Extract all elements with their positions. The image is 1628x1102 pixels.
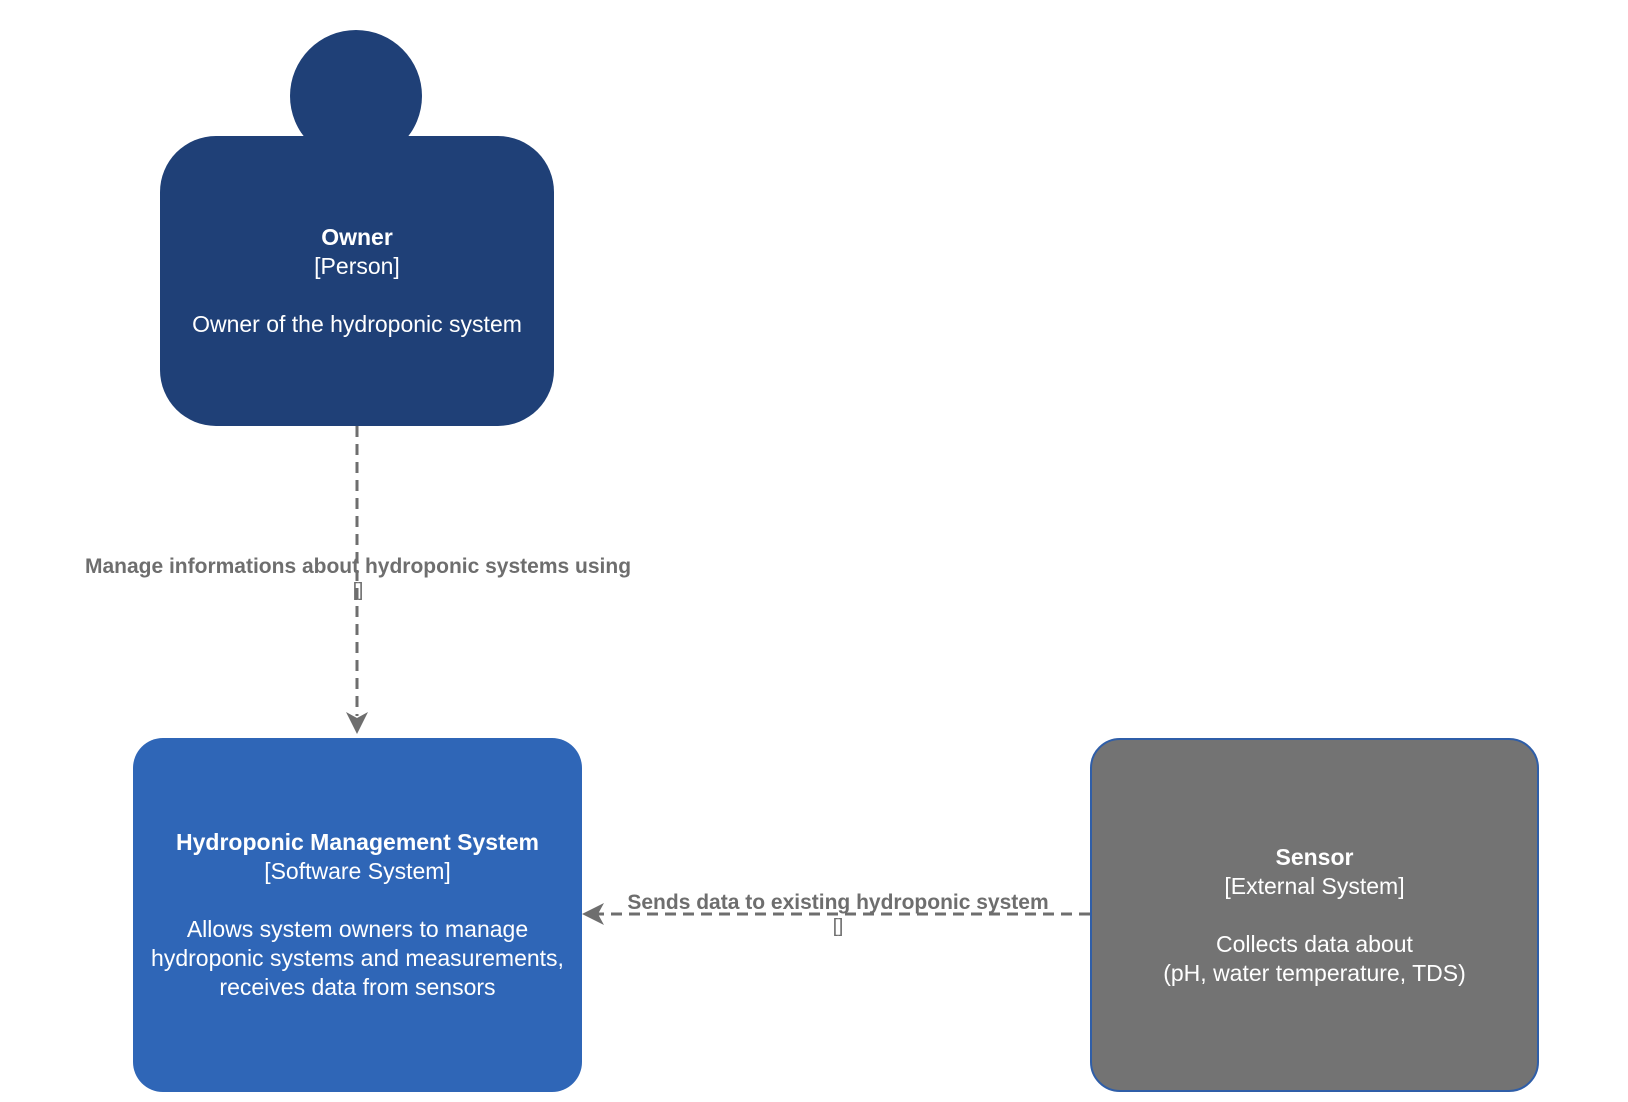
- sensor-edge-label: Sends data to existing hydroponic system…: [593, 890, 1083, 938]
- system-description: Allows system owners to manage hydroponi…: [151, 916, 564, 1000]
- owner-edge-text: Manage informations about hydroponic sys…: [84, 555, 632, 578]
- system-title: Hydroponic Management System: [176, 829, 539, 855]
- sensor-external-system[interactable]: Sensor [External System] Collects data a…: [1090, 738, 1539, 1092]
- owner-title: Owner: [321, 224, 393, 250]
- owner-edge-technology: []: [352, 580, 364, 601]
- owner-person[interactable]: Owner [Person] Owner of the hydroponic s…: [160, 136, 554, 426]
- owner-description: Owner of the hydroponic system: [192, 311, 522, 337]
- arrowhead-left: [582, 903, 604, 925]
- sensor-type: [External System]: [1224, 872, 1405, 899]
- sensor-edge-text: Sends data to existing hydroponic system: [627, 891, 1049, 914]
- sensor-description: Collects data about (pH, water temperatu…: [1163, 930, 1466, 986]
- sensor-title: Sensor: [1275, 843, 1354, 870]
- edge-owner-to-system: [346, 426, 368, 734]
- arrowhead-down: [346, 712, 368, 734]
- sensor-edge-technology: []: [832, 916, 844, 937]
- hydroponic-management-system[interactable]: Hydroponic Management System [Software S…: [133, 738, 582, 1092]
- owner-edge-label: Manage informations about hydroponic sys…: [58, 554, 658, 602]
- edge-sensor-to-system: [582, 903, 1090, 925]
- system-type: [Software System]: [264, 858, 451, 884]
- owner-type: [Person]: [314, 253, 400, 279]
